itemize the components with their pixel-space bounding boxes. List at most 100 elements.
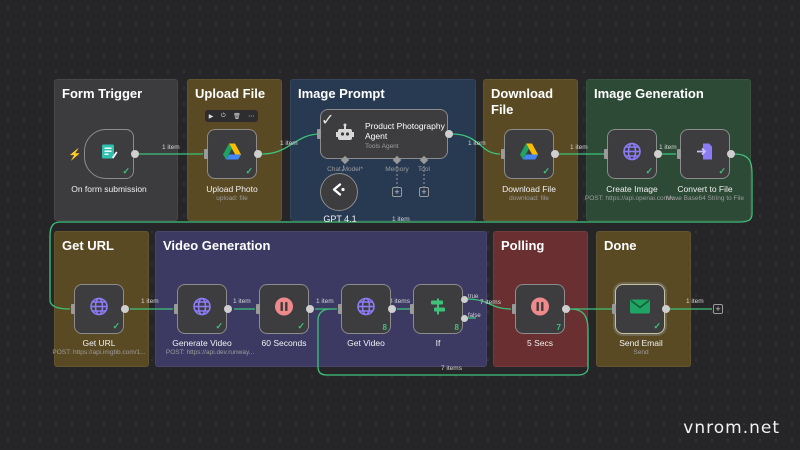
node-get-url[interactable]: ✓: [71, 284, 129, 334]
pause-icon: [530, 297, 550, 322]
node-label: Send Email: [619, 338, 663, 348]
wire-convert-geturl: [49, 153, 753, 310]
node-subtitle: Send: [633, 349, 649, 356]
success-check-icon: ✓: [718, 166, 726, 176]
input-port[interactable]: [174, 304, 178, 314]
node-convert-to-file[interactable]: ✓: [677, 129, 735, 179]
google-drive-icon: [222, 143, 242, 166]
node-download-file[interactable]: ✓: [501, 129, 559, 179]
globe-icon: [356, 297, 376, 322]
input-port[interactable]: [317, 129, 321, 139]
true-output-port[interactable]: [461, 296, 468, 303]
node-5-secs[interactable]: 7: [512, 284, 570, 334]
input-port[interactable]: [71, 304, 75, 314]
output-port[interactable]: [121, 305, 129, 313]
more-icon[interactable]: ⋯: [248, 113, 255, 120]
output-port[interactable]: [306, 305, 314, 313]
input-port[interactable]: [512, 304, 516, 314]
node-if[interactable]: 8: [410, 284, 468, 334]
output-port[interactable]: [445, 130, 453, 138]
input-port[interactable]: [604, 149, 608, 159]
edge-label: 1 item: [468, 140, 486, 147]
success-check-icon: ✓: [215, 321, 223, 331]
node-create-image[interactable]: ✓: [604, 129, 662, 179]
if-icon: [428, 297, 448, 322]
input-port[interactable]: [410, 304, 414, 314]
agent-title: Product Photography Agent: [365, 121, 445, 141]
run-count-badge: 7: [556, 323, 561, 332]
google-drive-icon: [519, 143, 539, 166]
success-check-icon: ✓: [112, 321, 120, 331]
watermark: vnrom.net: [683, 418, 780, 438]
edge-label: 1 item: [686, 298, 704, 305]
success-check-icon: ✓: [297, 321, 305, 331]
node-toolbar: ▶ ⏻ 🗑 ⋯: [205, 110, 258, 122]
globe-icon: [192, 297, 212, 322]
output-port[interactable]: [131, 150, 139, 158]
edge-label: 8 items: [389, 298, 410, 305]
node-get-video[interactable]: 8: [338, 284, 396, 334]
output-port[interactable]: [224, 305, 232, 313]
output-port[interactable]: [388, 305, 396, 313]
wire-if-true-5secs: [465, 298, 512, 310]
node-subtitle: download: file: [509, 195, 549, 202]
node-send-email[interactable]: ✓: [612, 284, 670, 334]
globe-icon: [89, 297, 109, 322]
input-port[interactable]: [204, 149, 208, 159]
run-count-badge: 8: [454, 323, 459, 332]
trash-icon[interactable]: 🗑: [233, 113, 241, 120]
node-gpt-4-1[interactable]: [320, 173, 358, 211]
pause-icon: [274, 297, 294, 322]
port-label-chat-model: Chat Model*: [327, 166, 363, 173]
edge-label: 1 item: [233, 298, 251, 305]
output-port[interactable]: [562, 305, 570, 313]
output-port[interactable]: [662, 305, 670, 313]
success-check-icon: ✓: [653, 321, 661, 331]
output-port[interactable]: [727, 150, 735, 158]
if-true-label: true: [468, 294, 479, 300]
group-title: Done: [604, 238, 637, 253]
agent-subtitle: Tools Agent: [365, 143, 399, 150]
node-label: 5 Secs: [527, 338, 553, 348]
openai-icon: [331, 183, 347, 202]
node-upload-photo[interactable]: ✓: [204, 129, 262, 179]
node-label: Create Image: [606, 184, 658, 194]
output-port[interactable]: [254, 150, 262, 158]
output-port[interactable]: [654, 150, 662, 158]
mail-icon: [629, 298, 651, 321]
input-port[interactable]: [338, 304, 342, 314]
wire-agent-download: [451, 133, 501, 155]
group-title: Polling: [501, 238, 545, 253]
node-label: GPT 4.1: [323, 214, 357, 224]
add-memory-button[interactable]: +: [392, 187, 402, 197]
play-icon[interactable]: ▶: [208, 113, 214, 120]
input-port[interactable]: [501, 149, 505, 159]
node-subtitle: upload: file: [216, 195, 248, 202]
add-node-button[interactable]: +: [713, 304, 723, 314]
node-on-form-submission[interactable]: ✓: [84, 129, 139, 179]
node-60-seconds[interactable]: ✓: [256, 284, 314, 334]
if-false-label: false: [468, 313, 481, 319]
success-check-icon: ✓: [245, 166, 253, 176]
robot-icon: [335, 123, 355, 148]
port-label-tool: Tool: [418, 166, 430, 173]
run-count-badge: 8: [382, 323, 387, 332]
add-tool-button[interactable]: +: [419, 187, 429, 197]
edge-label: 7 items: [441, 365, 462, 372]
false-output-port[interactable]: [461, 315, 468, 322]
input-port[interactable]: [256, 304, 260, 314]
node-label: On form submission: [71, 184, 147, 194]
output-port[interactable]: [551, 150, 559, 158]
node-generate-video[interactable]: ✓: [174, 284, 232, 334]
input-port[interactable]: [677, 149, 681, 159]
edge-label: 1 item: [280, 140, 298, 147]
power-icon[interactable]: ⏻: [220, 112, 226, 119]
success-check-icon: ✓: [122, 166, 130, 176]
node-product-photography-agent[interactable]: Product Photography Agent Tools Agent ✓: [317, 109, 453, 159]
input-port[interactable]: [612, 304, 616, 314]
globe-icon: [622, 142, 642, 167]
group-title: Video Generation: [163, 238, 271, 253]
node-label: Get URL: [82, 338, 116, 348]
